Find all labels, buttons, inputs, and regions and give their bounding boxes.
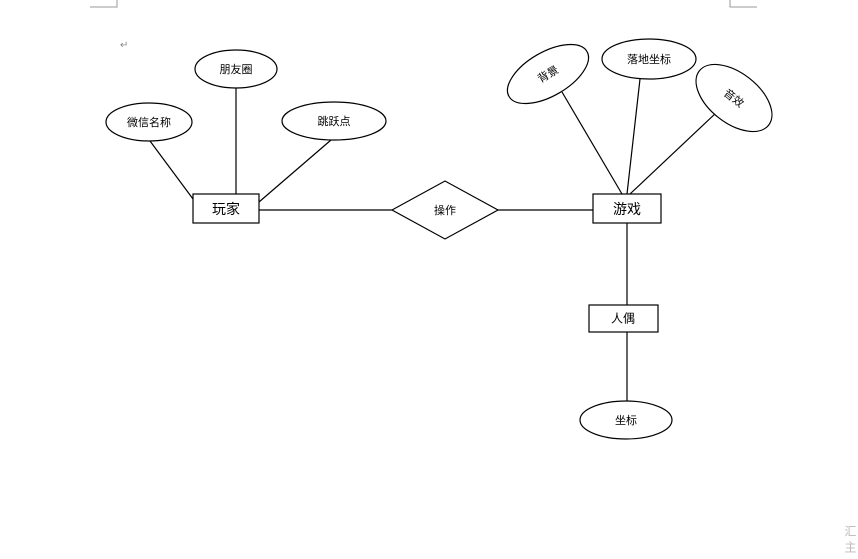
line-sound [629,111,718,195]
paragraph-mark-icon: ↵ [120,40,128,51]
attribute-wechat-name: 微信名称 [105,102,193,142]
line-wechat-name [149,140,194,200]
line-landing-coord [626,78,641,195]
svg-text:游戏: 游戏 [613,202,641,218]
svg-text:微信名称: 微信名称 [127,115,171,129]
side-text: 汇 主 [843,525,857,553]
line-jump-point [258,139,332,203]
line-background [561,91,623,195]
entity-puppet: 人偶 [588,304,659,333]
attribute-sound: 音效 [695,63,773,133]
svg-text:操作: 操作 [434,203,456,217]
attribute-background: 背景 [506,43,590,105]
svg-text:跳跃点: 跳跃点 [318,114,351,128]
svg-text:人偶: 人偶 [611,312,635,326]
svg-text:坐标: 坐标 [615,413,637,427]
svg-text:朋友圈: 朋友圈 [220,62,253,76]
svg-text:落地坐标: 落地坐标 [627,52,671,66]
svg-text:玩家: 玩家 [212,201,240,218]
page-corner-mark-left [90,0,118,8]
attribute-coord: 坐标 [579,400,673,440]
relationship-operate: 操作 [390,180,500,240]
attribute-moments: 朋友圈 [194,49,278,89]
entity-game: 游戏 [592,193,662,224]
attribute-jump-point: 跳跃点 [281,101,387,141]
page-corner-mark-right [729,0,757,8]
attribute-landing-coord: 落地坐标 [601,38,697,80]
entity-player: 玩家 [192,193,260,224]
